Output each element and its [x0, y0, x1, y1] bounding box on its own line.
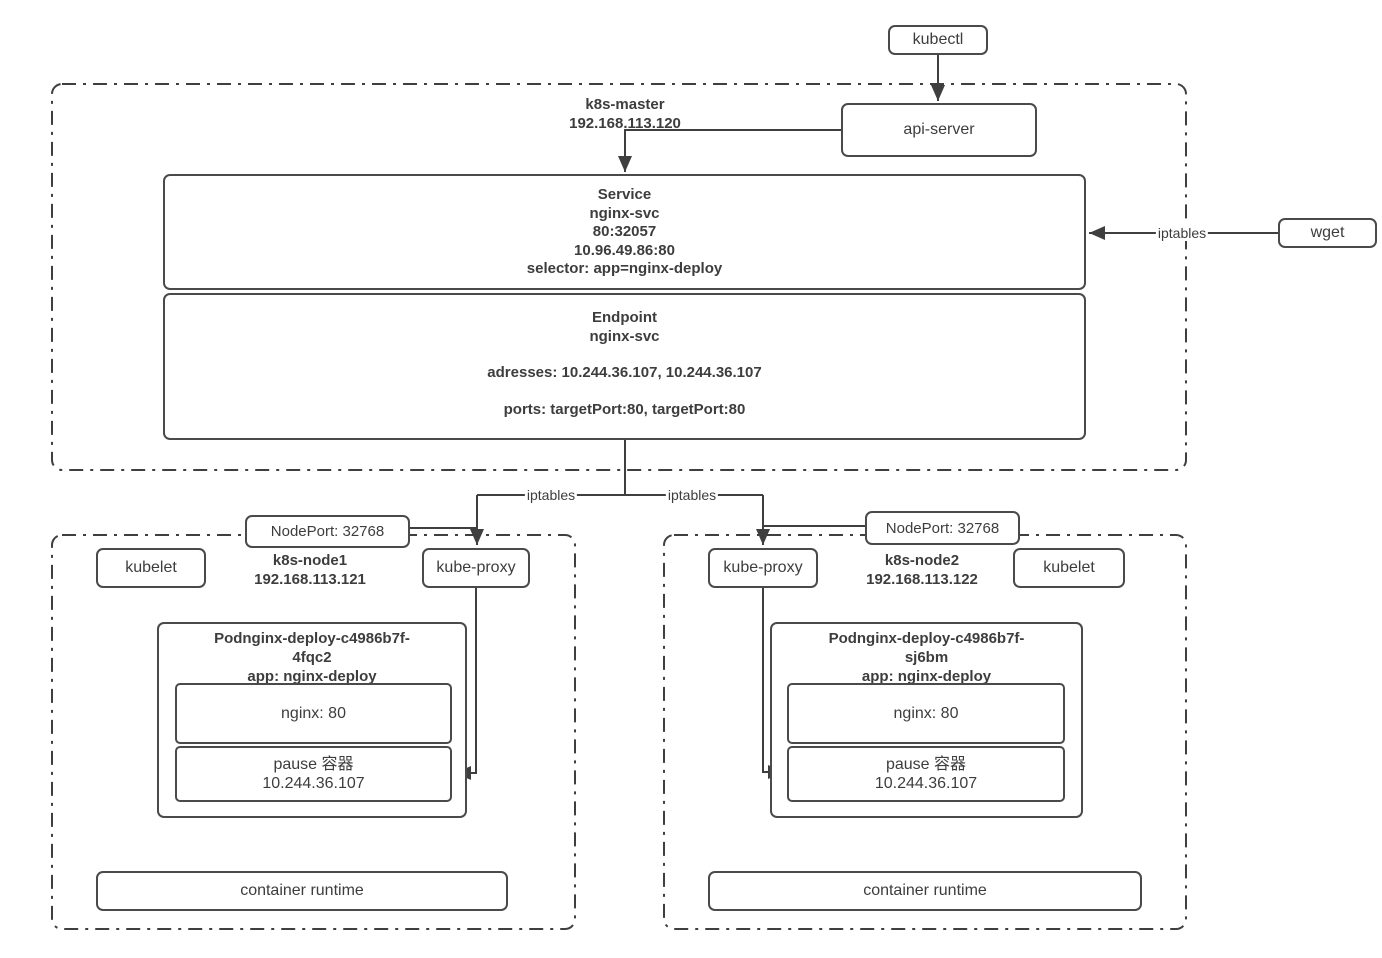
- kubectl-box: kubectl: [888, 25, 988, 55]
- api-server-box: api-server: [841, 103, 1037, 157]
- pod-title-line: app: nginx-deploy: [861, 668, 992, 685]
- kubectl-label: kubectl: [912, 31, 964, 48]
- service-line: 80:32057: [592, 223, 657, 240]
- node2-nginx-container-box: nginx: 80: [787, 683, 1065, 744]
- master-name: k8s-master: [585, 96, 665, 113]
- pod-title-line: Podnginx-deploy-c4986b7f-: [828, 630, 1025, 647]
- kubelet-label: kubelet: [125, 559, 177, 576]
- api-server-label: api-server: [903, 121, 975, 138]
- kube-proxy-label: kube-proxy: [723, 559, 803, 576]
- node2-title: k8s-node2 192.168.113.122: [866, 551, 978, 589]
- kube-proxy-label: kube-proxy: [436, 559, 516, 576]
- service-box: Service nginx-svc 80:32057 10.96.49.86:8…: [163, 174, 1086, 290]
- kubelet-label: kubelet: [1043, 559, 1095, 576]
- nginx-container-label: nginx: 80: [281, 704, 346, 722]
- master-title: k8s-master 192.168.113.120: [569, 95, 681, 133]
- node1-kubelet-box: kubelet: [96, 548, 206, 588]
- node1-kube-proxy-box: kube-proxy: [422, 548, 530, 588]
- endpoint-line: nginx-svc: [589, 327, 660, 345]
- nodeport-box-node2: NodePort: 32768: [865, 511, 1020, 545]
- pod-title-line: Podnginx-deploy-c4986b7f-: [214, 630, 410, 647]
- endpoint-line: ports: targetPort:80, targetPort:80: [503, 400, 746, 418]
- pause-label: pause 容器: [885, 756, 967, 773]
- node2-kubelet-box: kubelet: [1013, 548, 1125, 588]
- service-line: 10.96.49.86:80: [574, 241, 675, 259]
- node1-nginx-container-box: nginx: 80: [175, 683, 452, 744]
- service-line: nginx-svc: [589, 204, 660, 222]
- master-ip: 192.168.113.120: [569, 115, 681, 132]
- pod-title-line: 4fqc2: [292, 649, 332, 666]
- iptables-label-node1: iptables: [524, 487, 578, 503]
- iptables-label-node2: iptables: [665, 487, 719, 503]
- node2-container-runtime-box: container runtime: [708, 871, 1142, 911]
- pause-label: pause 容器: [273, 756, 354, 773]
- pause-ip: 10.244.36.107: [262, 775, 365, 792]
- iptables-label-wget: iptables: [1155, 225, 1209, 241]
- nodeport-box-node1: NodePort: 32768: [245, 515, 410, 548]
- wget-box: wget: [1278, 218, 1377, 248]
- pod-title-line: app: nginx-deploy: [247, 668, 377, 685]
- nodeport-label: NodePort: 32768: [270, 523, 385, 540]
- node2-ip: 192.168.113.122: [866, 571, 978, 588]
- wget-label: wget: [1310, 224, 1345, 241]
- nodeport-label: NodePort: 32768: [885, 519, 1000, 537]
- endpoint-line: Endpoint: [592, 309, 657, 326]
- endpoint-line: adresses: 10.244.36.107, 10.244.36.107: [487, 364, 762, 381]
- node2-pause-container-box: pause 容器 10.244.36.107: [787, 746, 1065, 802]
- node2-kube-proxy-box: kube-proxy: [708, 548, 818, 588]
- nginx-container-label: nginx: 80: [893, 704, 959, 722]
- service-line: Service: [597, 186, 652, 203]
- line-endpoint-branch: [477, 440, 763, 496]
- node1-pause-container-box: pause 容器 10.244.36.107: [175, 746, 452, 802]
- pause-ip: 10.244.36.107: [874, 775, 978, 792]
- service-line: selector: app=nginx-deploy: [526, 260, 723, 277]
- container-runtime-label: container runtime: [863, 882, 987, 899]
- node1-ip: 192.168.113.121: [254, 571, 366, 588]
- node2-name: k8s-node2: [884, 552, 960, 569]
- node1-title: k8s-node1 192.168.113.121: [254, 551, 366, 589]
- pod-title-line: sj6bm: [904, 649, 949, 666]
- endpoint-box: Endpoint nginx-svc adresses: 10.244.36.1…: [163, 293, 1086, 440]
- arrow-apiserver-service: [618, 129, 841, 172]
- node1-name: k8s-node1: [272, 552, 348, 569]
- master-boundary: [51, 83, 1187, 471]
- node1-container-runtime-box: container runtime: [96, 871, 508, 911]
- container-runtime-label: container runtime: [240, 882, 364, 899]
